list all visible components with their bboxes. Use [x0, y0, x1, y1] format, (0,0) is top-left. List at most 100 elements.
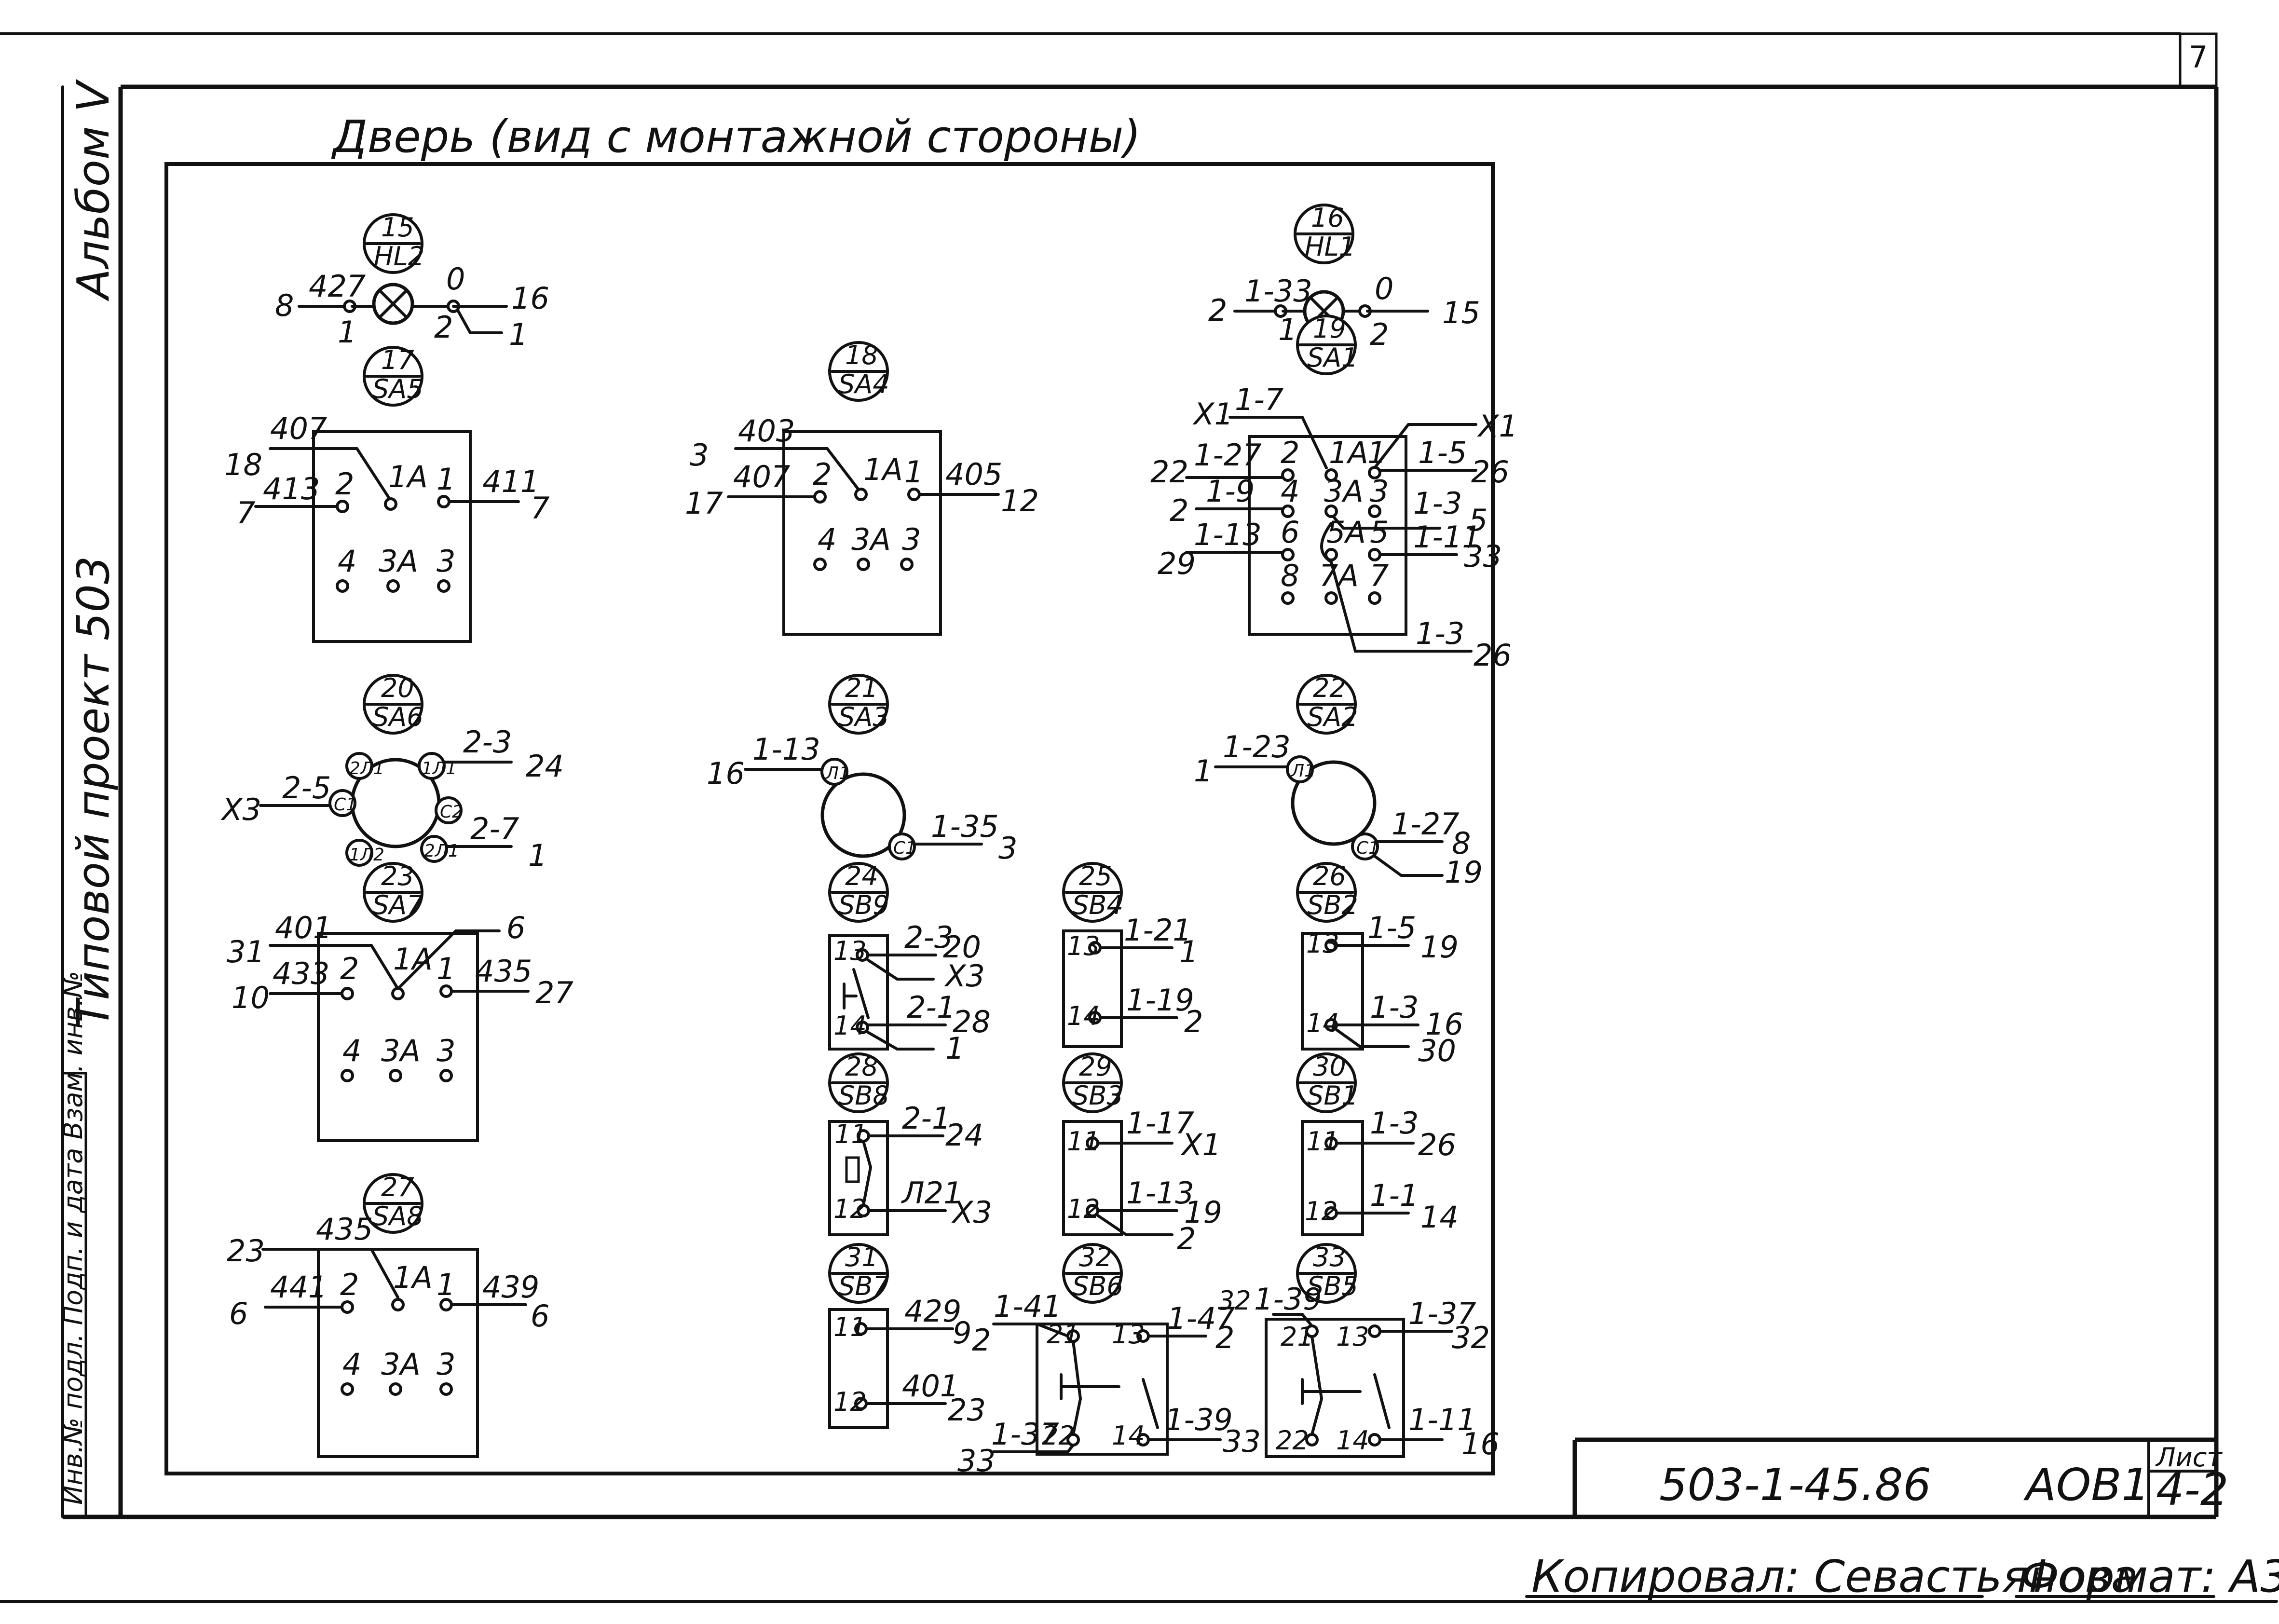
- svg-text:SA6: SA6: [372, 702, 423, 732]
- svg-text:32: 32: [1079, 1242, 1112, 1272]
- svg-text:1-11: 1-11: [1408, 1402, 1476, 1437]
- svg-text:SA7: SA7: [372, 890, 423, 920]
- svg-text:14: 14: [1336, 1425, 1369, 1456]
- svg-text:2: 2: [1281, 435, 1299, 470]
- svg-text:1Л2: 1Л2: [349, 845, 384, 865]
- svg-text:2: 2: [813, 457, 832, 492]
- svg-text:27: 27: [535, 975, 573, 1010]
- svg-text:33: 33: [1223, 1424, 1261, 1459]
- svg-text:SB8: SB8: [838, 1080, 889, 1111]
- button-sb2: 26 SB2 13 14 1-5 19 1-3 16 30: [1296, 861, 1463, 1068]
- svg-text:1: 1: [945, 1031, 964, 1066]
- svg-text:1-47: 1-47: [1167, 1301, 1235, 1336]
- svg-text:1-3: 1-3: [1370, 1105, 1419, 1141]
- svg-text:1-5: 1-5: [1418, 435, 1467, 470]
- svg-text:SB7: SB7: [838, 1271, 889, 1301]
- svg-text:31: 31: [227, 934, 265, 969]
- drawing-title: Дверь (вид с монтажной стороны): [331, 111, 1141, 163]
- svg-text:1: 1: [437, 1267, 455, 1302]
- svg-text:SA5: SA5: [372, 374, 423, 404]
- svg-text:32: 32: [1452, 1320, 1490, 1355]
- svg-text:Х3: Х3: [944, 958, 985, 994]
- svg-text:1А: 1А: [863, 452, 903, 487]
- svg-text:1: 1: [1278, 312, 1297, 347]
- svg-text:3А: 3А: [851, 522, 891, 557]
- svg-text:7А: 7А: [1319, 558, 1359, 593]
- svg-text:1: 1: [904, 454, 923, 490]
- svg-text:435: 435: [475, 954, 532, 989]
- svg-text:413: 413: [263, 471, 320, 506]
- svg-text:24: 24: [845, 861, 878, 891]
- svg-text:30: 30: [1313, 1051, 1346, 1082]
- svg-text:14: 14: [1306, 1008, 1339, 1038]
- selector-sa6: 20 SA6 2Л1 1Л1 С1 С2 1Л2 2Л1 2-3 24 2-5 …: [220, 673, 564, 873]
- svg-text:Х1: Х1: [1477, 409, 1518, 444]
- svg-text:1-3: 1-3: [1416, 616, 1464, 651]
- album-label: Альбом V: [68, 79, 119, 301]
- svg-text:6: 6: [229, 1296, 248, 1331]
- svg-text:11: 11: [1306, 1126, 1339, 1157]
- svg-text:19: 19: [1184, 1195, 1222, 1230]
- svg-text:3А: 3А: [379, 544, 418, 579]
- svg-text:19: 19: [1445, 855, 1483, 890]
- svg-text:HL1: HL1: [1305, 232, 1355, 262]
- svg-text:11: 11: [833, 1312, 867, 1342]
- svg-text:6: 6: [1281, 515, 1299, 550]
- svg-text:2: 2: [1177, 1221, 1196, 1256]
- svg-text:3: 3: [998, 831, 1017, 866]
- svg-text:1-13: 1-13: [752, 732, 820, 767]
- svg-text:8: 8: [1281, 558, 1299, 593]
- svg-text:33: 33: [1313, 1242, 1346, 1272]
- svg-text:13: 13: [1067, 931, 1100, 961]
- svg-text:1: 1: [1367, 435, 1386, 470]
- svg-text:1-13: 1-13: [1194, 517, 1262, 552]
- svg-text:12: 12: [1067, 1194, 1100, 1224]
- svg-text:6: 6: [506, 910, 525, 945]
- switch-sa8: 27 SA8 435 23 441 6 439 6 2 1А 1 4 3А 3: [227, 1172, 549, 1458]
- sheet-label: Лист: [2155, 1442, 2223, 1473]
- svg-text:SB9: SB9: [838, 890, 889, 920]
- svg-text:7: 7: [236, 495, 255, 531]
- svg-text:1: 1: [528, 838, 547, 873]
- svg-text:12: 12: [833, 1387, 867, 1417]
- svg-text:15: 15: [1442, 295, 1480, 330]
- title-block: 503-1-45.86 АОВ1 Лист 4-2: [1572, 1437, 2228, 1518]
- svg-text:2-7: 2-7: [470, 811, 519, 846]
- svg-text:31: 31: [845, 1242, 878, 1272]
- svg-text:2: 2: [1370, 317, 1389, 352]
- svg-text:SB1: SB1: [1307, 1080, 1358, 1111]
- svg-text:3А: 3А: [381, 1347, 421, 1382]
- svg-text:Л1: Л1: [825, 764, 850, 783]
- svg-text:2Л1: 2Л1: [424, 841, 459, 861]
- svg-text:407: 407: [270, 411, 327, 446]
- svg-text:1-39: 1-39: [1165, 1402, 1233, 1437]
- svg-text:3: 3: [437, 1347, 455, 1382]
- svg-text:16: 16: [707, 756, 745, 791]
- svg-text:4: 4: [338, 544, 356, 579]
- svg-text:SB6: SB6: [1072, 1271, 1123, 1301]
- svg-text:11: 11: [834, 1119, 868, 1149]
- svg-text:Х3: Х3: [951, 1195, 992, 1230]
- svg-text:Х1: Х1: [1192, 396, 1233, 432]
- svg-text:SA3: SA3: [838, 702, 889, 732]
- svg-text:1: 1: [437, 462, 455, 497]
- svg-text:23: 23: [227, 1233, 265, 1269]
- svg-text:427: 427: [309, 269, 366, 304]
- svg-text:1: 1: [1179, 934, 1198, 969]
- svg-text:1-13: 1-13: [1126, 1175, 1194, 1211]
- button-sb4: 25 SB4 13 14 1-21 1 1-19 2: [1062, 861, 1203, 1048]
- svg-text:13: 13: [1112, 1319, 1145, 1350]
- svg-text:14: 14: [1112, 1420, 1145, 1451]
- svg-text:22: 22: [1150, 454, 1188, 490]
- svg-text:SA4: SA4: [838, 369, 889, 399]
- svg-text:16: 16: [1461, 1426, 1500, 1461]
- svg-text:1: 1: [437, 951, 455, 986]
- svg-text:С1: С1: [334, 795, 357, 815]
- selector-sa3: 21 SA3 Л1 С1 1-13 16 1-35 3: [707, 673, 1017, 866]
- svg-text:9: 9: [953, 1315, 971, 1351]
- svg-text:11: 11: [1067, 1126, 1100, 1157]
- svg-text:33: 33: [957, 1443, 996, 1478]
- button-sb8: 28 SB8 11 12 2-1 24 Л21 Х3: [828, 1051, 992, 1236]
- svg-text:26: 26: [1474, 638, 1512, 673]
- svg-text:411: 411: [482, 464, 539, 499]
